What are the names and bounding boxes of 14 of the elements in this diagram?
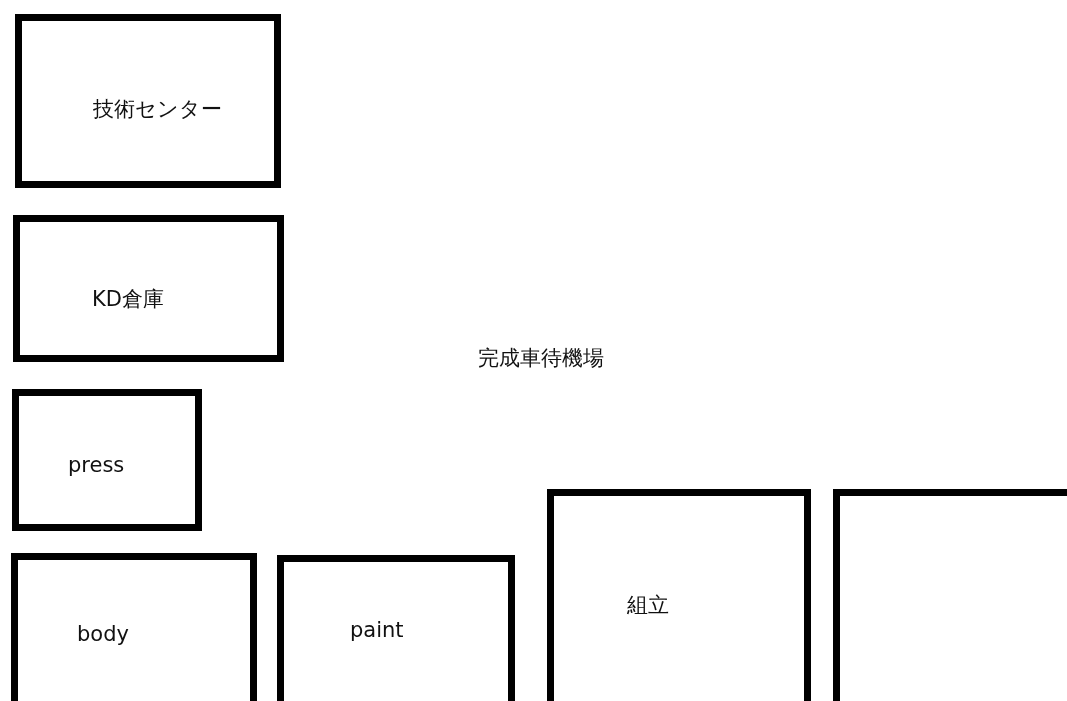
area-label: 完成車待機場	[478, 348, 604, 369]
area-box	[277, 555, 515, 701]
area-label: 技術センター	[93, 99, 222, 120]
area-box	[15, 14, 281, 188]
area-box	[13, 215, 284, 362]
area-label: press	[68, 455, 125, 476]
area-label: paint	[350, 620, 404, 641]
area-box	[547, 489, 811, 701]
empty-box	[833, 489, 1067, 701]
area-label: body	[77, 624, 129, 645]
area-label: 組立	[627, 595, 669, 616]
area-box	[12, 389, 202, 531]
area-label: KD倉庫	[92, 289, 164, 310]
area-box	[11, 553, 257, 701]
